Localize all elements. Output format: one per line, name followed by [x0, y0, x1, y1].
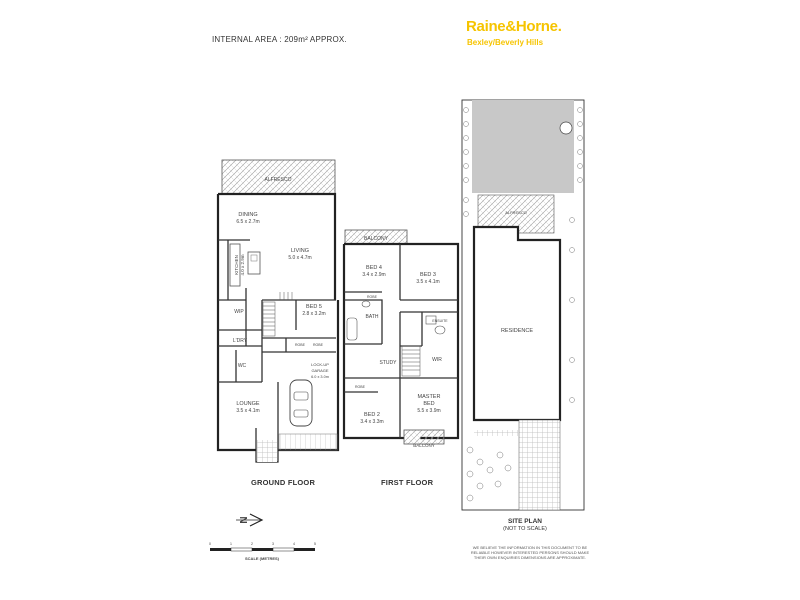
balcony-bottom-label: BALCONY — [413, 443, 435, 448]
master-size: 5.5 x 3.9m — [417, 408, 440, 414]
wc-label: WC — [238, 363, 247, 369]
ground-interior-walls — [218, 239, 336, 450]
scale-label: SCALE (METRES) — [245, 556, 280, 561]
ground-outer-walls — [216, 192, 340, 452]
ensuite-label: ENSUITE — [432, 319, 448, 323]
bed2-label: BED 2 — [364, 412, 380, 418]
living-size: 5.0 x 4.7m — [288, 255, 311, 261]
lounge-label: LOUNGE — [236, 401, 260, 407]
hedge-shrubs — [463, 107, 583, 502]
bed4-label: BED 4 — [366, 265, 382, 271]
residence-outline — [472, 225, 562, 422]
bed3-label: BED 3 — [420, 272, 436, 278]
site-driveway — [518, 419, 561, 511]
master-bed-label: BED — [423, 401, 434, 407]
bed5-size: 2.8 x 3.2m — [302, 311, 325, 317]
bath-fixtures — [346, 300, 446, 341]
living-label: LIVING — [291, 248, 309, 254]
scale-tick-2: 2 — [251, 542, 253, 546]
kitchen-label: KITCHEN — [234, 255, 239, 275]
garage-size: 6.0 x 3.0m — [311, 375, 329, 379]
north-arrow: N — [236, 513, 264, 527]
ground-floor-plan: ALFRESCO — [216, 159, 340, 463]
robe-b-label: ROBE — [355, 385, 366, 389]
first-interior-walls — [344, 244, 458, 438]
dining-label: DINING — [238, 212, 257, 218]
robe-label-1: ROBE — [295, 343, 306, 347]
rear-lawn — [472, 100, 574, 193]
site-plan-title: SITE PLAN — [508, 518, 542, 525]
scale-tick-0: 0 — [209, 542, 211, 546]
study-label: STUDY — [380, 360, 398, 366]
bed5-label: BED 5 — [306, 304, 322, 310]
ground-stairs — [262, 292, 293, 337]
stove — [250, 254, 258, 262]
robe-label-2: ROBE — [313, 343, 324, 347]
site-plan: ALFRESCO RESIDENCE — [461, 99, 585, 511]
kitchen-bench — [229, 243, 241, 287]
brand-office: Bexley/Beverly Hills — [467, 38, 544, 47]
residence-label: RESIDENCE — [501, 328, 533, 334]
disclaimer-text: WE BELIEVE THE INFORMATION IN THIS DOCUM… — [470, 545, 590, 560]
scale-tick-1: 1 — [230, 542, 232, 546]
first-floor-label: FIRST FLOOR — [381, 478, 434, 487]
lounge-size: 3.5 x 4.1m — [236, 408, 259, 414]
site-plan-subtitle: (NOT TO SCALE) — [503, 526, 547, 532]
ldry-label: L'DRY — [233, 338, 248, 344]
ground-floor-label: GROUND FLOOR — [251, 478, 316, 487]
bed4-size: 3.4 x 2.9m — [362, 272, 385, 278]
car-icon — [289, 379, 313, 427]
scale-tick-3: 3 — [272, 542, 274, 546]
bed3-size: 3.5 x 4.1m — [416, 279, 439, 285]
scale-tick-5: 5 — [314, 542, 316, 546]
wip-label: WIP — [234, 309, 244, 315]
alfresco-area — [221, 159, 336, 195]
bath-label: BATH — [366, 314, 379, 320]
garage-door — [278, 433, 338, 451]
internal-area-label: INTERNAL AREA : 209m² APPROX. — [212, 35, 347, 44]
balcony-top-label: BALCONY — [364, 236, 389, 242]
garage-label: GARAGE — [311, 368, 328, 373]
site-alfresco-label: ALFRESCO — [505, 210, 527, 215]
master-label: MASTER — [418, 394, 441, 400]
scale-tick-4: 4 — [293, 542, 295, 546]
scale-bar: 0 1 2 3 4 5 SCALE (METRES) — [209, 542, 316, 561]
bed2-size: 3.4 x 3.3m — [360, 419, 383, 425]
site-front-path — [474, 430, 518, 436]
first-floor-plan: BALCONY BALCONY BED 4 3.4 x 2.9m BED 3 3… — [342, 229, 460, 448]
first-stairs — [401, 345, 421, 377]
robe-a-label: ROBE — [367, 295, 378, 299]
brand-logo: Raine&Horne. — [466, 18, 562, 35]
kitchen-island — [247, 251, 261, 275]
kitchen-size: 4.0 x 2.9m — [240, 254, 245, 275]
brand-name: Raine&Horne. — [466, 18, 562, 35]
porch-paving — [257, 440, 277, 462]
wir-label: WIR — [432, 357, 442, 363]
alfresco-label: ALFRESCO — [265, 177, 292, 183]
balcony-bottom-area — [403, 429, 445, 445]
dining-size: 6.5 x 2.7m — [236, 219, 259, 225]
first-outer-walls — [342, 242, 460, 440]
north-letter: N — [239, 516, 250, 523]
lockup-label: LOCK-UP — [311, 362, 329, 367]
tree-icon — [559, 121, 573, 135]
